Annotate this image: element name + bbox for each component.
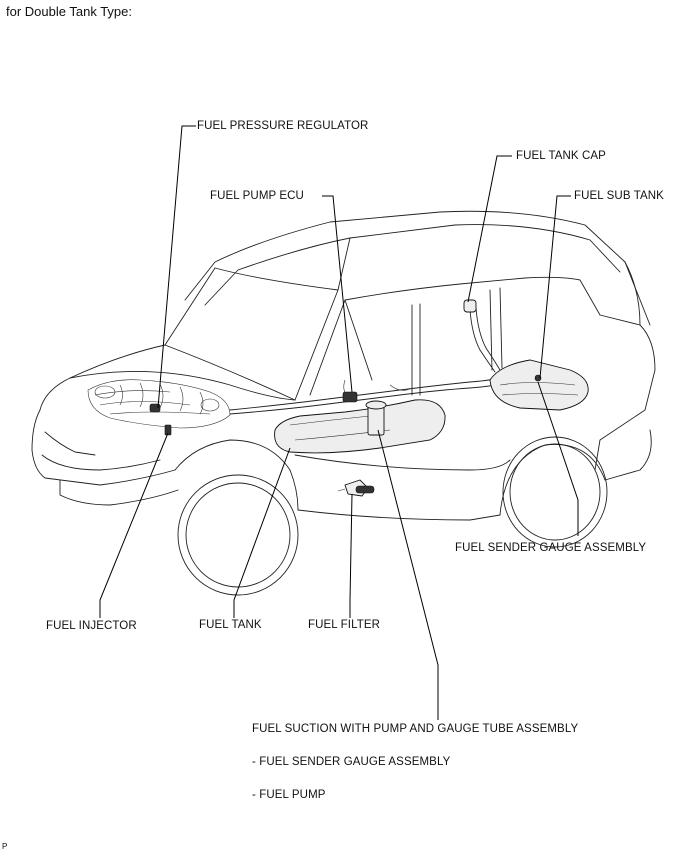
fuel-pressure-regulator-part xyxy=(149,403,161,413)
label-fuel-pump-ecu: FUEL PUMP ECU xyxy=(210,190,304,202)
diagram-heading: for Double Tank Type: xyxy=(6,4,132,19)
label-fuel-filter: FUEL FILTER xyxy=(308,619,381,631)
label-fuel-sub-tank: FUEL SUB TANK xyxy=(574,190,664,202)
fuel-injector-part xyxy=(164,424,172,436)
fuel-suction-pump-part xyxy=(367,404,385,436)
label-fuel-pressure-regulator: FUEL PRESSURE REGULATOR xyxy=(197,120,369,132)
label-fuel-injector: FUEL INJECTOR xyxy=(46,620,137,632)
fuel-tank-cap-part xyxy=(463,299,477,313)
label-fuel-sender-gauge-assembly: FUEL SENDER GAUGE ASSEMBLY xyxy=(455,542,647,554)
main-fuel-tank xyxy=(274,391,446,454)
vehicle-body-outline xyxy=(31,210,656,521)
figure-code: P xyxy=(2,842,8,851)
fuel-pump-ecu-part xyxy=(342,391,358,403)
label-sub-fuel-sender-gauge: - FUEL SENDER GAUGE ASSEMBLY xyxy=(252,756,451,768)
label-fuel-tank: FUEL TANK xyxy=(199,619,262,631)
rear-wheel xyxy=(502,436,608,548)
label-fuel-tank-cap: FUEL TANK CAP xyxy=(516,150,606,162)
front-wheel xyxy=(177,474,299,596)
label-fuel-suction-assembly: FUEL SUCTION WITH PUMP AND GAUGE TUBE AS… xyxy=(252,723,579,735)
label-sub-fuel-pump: - FUEL PUMP xyxy=(252,789,326,801)
fuel-filter-part xyxy=(337,479,375,497)
leader-lines xyxy=(99,125,579,720)
engine-assembly xyxy=(87,379,231,436)
filler-neck xyxy=(463,299,501,373)
